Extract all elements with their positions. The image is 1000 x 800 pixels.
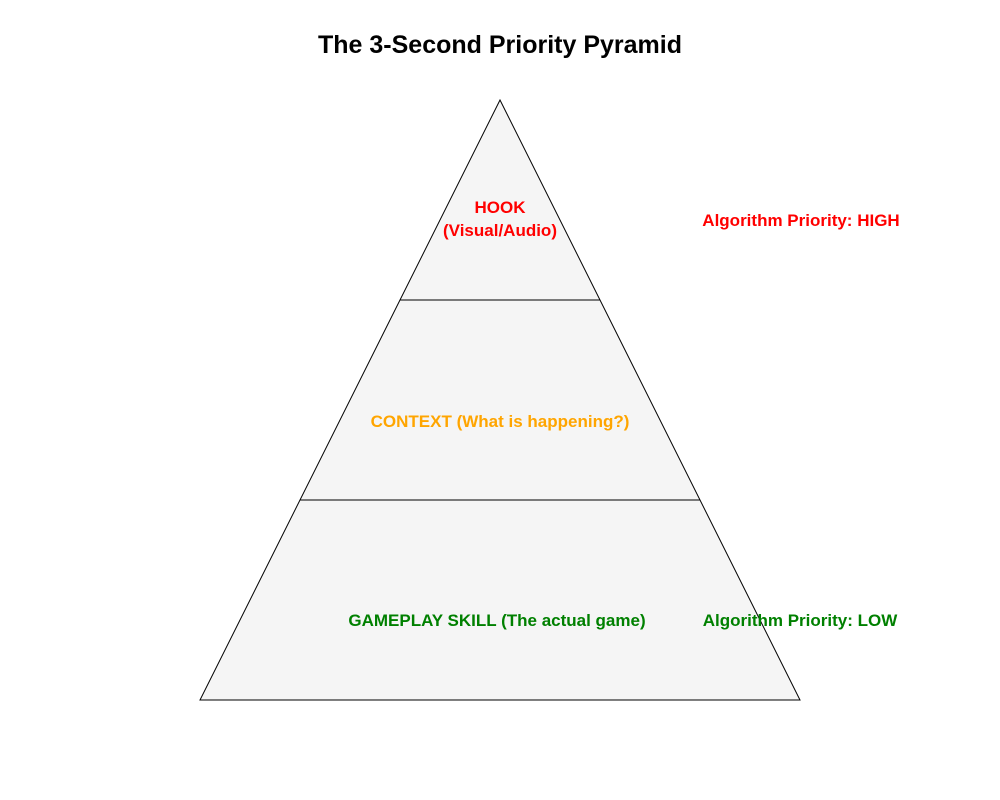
annotation-priority-high: Algorithm Priority: HIGH [702, 211, 900, 230]
pyramid-outline [199, 98, 801, 701]
level-label-context: CONTEXT (What is happening?) [370, 412, 630, 431]
level-label-hook-line2: (Visual/Audio) [443, 221, 557, 240]
figure-title: The 3-Second Priority Pyramid [318, 31, 682, 59]
level-label-hook-line1: HOOK [474, 198, 526, 217]
annotation-priority-low: Algorithm Priority: LOW [702, 611, 898, 630]
level-label-gameplay: GAMEPLAY SKILL (The actual game) [348, 611, 646, 630]
level-label-hook: HOOK (Visual/Audio) [443, 196, 557, 242]
